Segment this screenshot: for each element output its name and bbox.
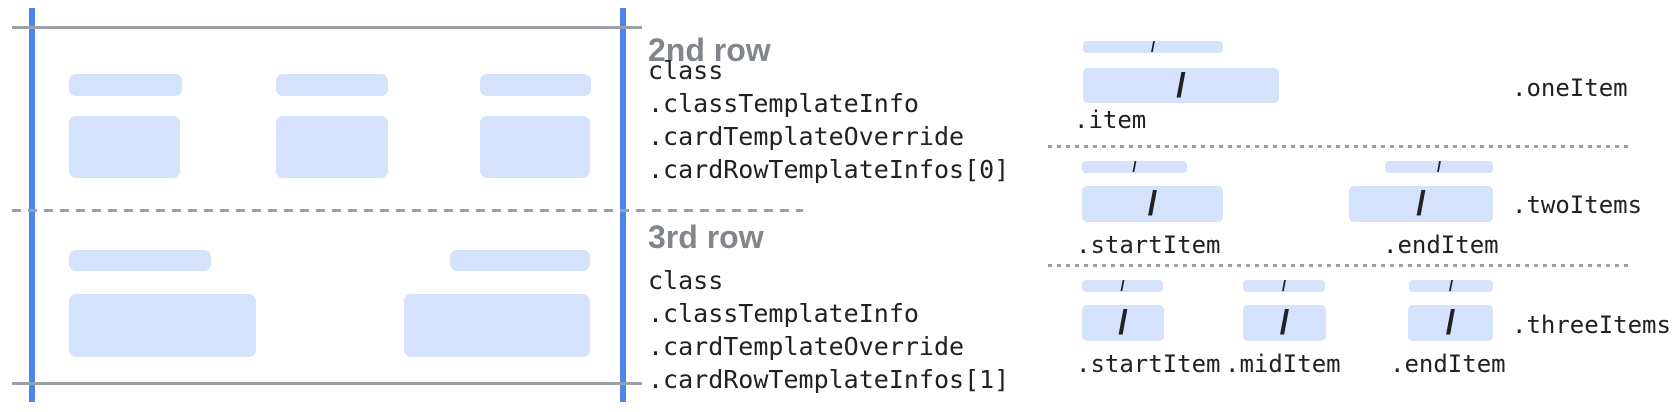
row3-heading: 3rd row (648, 219, 764, 255)
three-items-start-value-bar: / (1082, 305, 1164, 341)
row2-path-line-4: .cardRowTemplateInfos[0] (648, 155, 1010, 184)
row2-col3-field-label-placeholder (480, 74, 591, 96)
row3-start-field-label-placeholder (69, 250, 211, 271)
one-item-layout-label: .oneItem (1512, 74, 1628, 102)
row3-start-field-value-placeholder (69, 294, 256, 357)
row2-col1-field-label-placeholder (69, 74, 182, 96)
two-items-layout-label: .twoItems (1512, 191, 1643, 219)
three-items-start-label: .startItem (1076, 350, 1221, 378)
slash-icon: / (1132, 158, 1137, 176)
row2-path-line-1: class (648, 56, 724, 85)
three-items-layout-label: .threeItems (1512, 311, 1671, 339)
three-items-end-label: .endItem (1390, 350, 1506, 378)
row-divider-dashed-line (12, 209, 803, 212)
slash-icon: / (1436, 158, 1442, 176)
slash-icon: / (1150, 38, 1156, 56)
row2-heading: 2nd row (648, 32, 771, 68)
three-items-end-label-bar: / (1409, 277, 1493, 295)
row3-path-line-2: .classTemplateInfo (648, 299, 919, 328)
row3-end-field-value-placeholder (404, 294, 590, 357)
card-left-edge-line (29, 8, 35, 402)
card-top-line (12, 26, 642, 29)
slash-icon: / (1448, 277, 1454, 295)
one-item-label-bar: / (1083, 38, 1223, 56)
two-items-start-value-bar: / (1082, 186, 1223, 222)
slash-icon: / (1445, 304, 1456, 342)
three-items-end-value-bar: / (1408, 305, 1493, 341)
panel-divider-dotted-line (1048, 264, 1630, 267)
row2-path-line-2: .classTemplateInfo (648, 89, 919, 118)
row2-col3-field-value-placeholder (480, 116, 590, 178)
slash-icon: / (1281, 277, 1287, 295)
three-items-mid-label-bar: / (1243, 277, 1325, 295)
three-items-mid-value-bar: / (1243, 305, 1326, 341)
two-items-start-label: .startItem (1076, 231, 1221, 259)
panel-divider-dotted-line (1048, 145, 1630, 148)
two-items-start-label-bar: / (1082, 158, 1187, 176)
slash-icon: / (1416, 185, 1426, 223)
two-items-end-label: .endItem (1383, 231, 1499, 259)
two-items-end-label-bar: / (1385, 158, 1493, 176)
two-items-end-value-bar: / (1349, 186, 1493, 222)
one-item-item-label: .item (1074, 106, 1147, 134)
row3-end-field-label-placeholder (450, 250, 590, 271)
card-right-edge-line (620, 8, 626, 402)
card-bottom-line (12, 382, 642, 385)
row3-path-line-4: .cardRowTemplateInfos[1] (648, 365, 1010, 394)
three-items-start-label-bar: / (1082, 277, 1163, 295)
one-item-value-bar: / (1083, 68, 1279, 103)
slash-icon: / (1279, 304, 1290, 342)
row3-path-line-1: class (648, 266, 724, 295)
slash-icon: / (1176, 66, 1186, 105)
row2-path-line-3: .cardTemplateOverride (648, 122, 965, 151)
slash-icon: / (1118, 304, 1128, 342)
row2-col2-field-value-placeholder (276, 116, 388, 178)
slash-icon: / (1147, 185, 1158, 223)
slash-icon: / (1120, 277, 1125, 295)
three-items-mid-label: .midItem (1225, 350, 1341, 378)
row2-col1-field-value-placeholder (69, 116, 180, 178)
row2-col2-field-label-placeholder (276, 74, 388, 96)
row3-path-line-3: .cardTemplateOverride (648, 332, 965, 361)
